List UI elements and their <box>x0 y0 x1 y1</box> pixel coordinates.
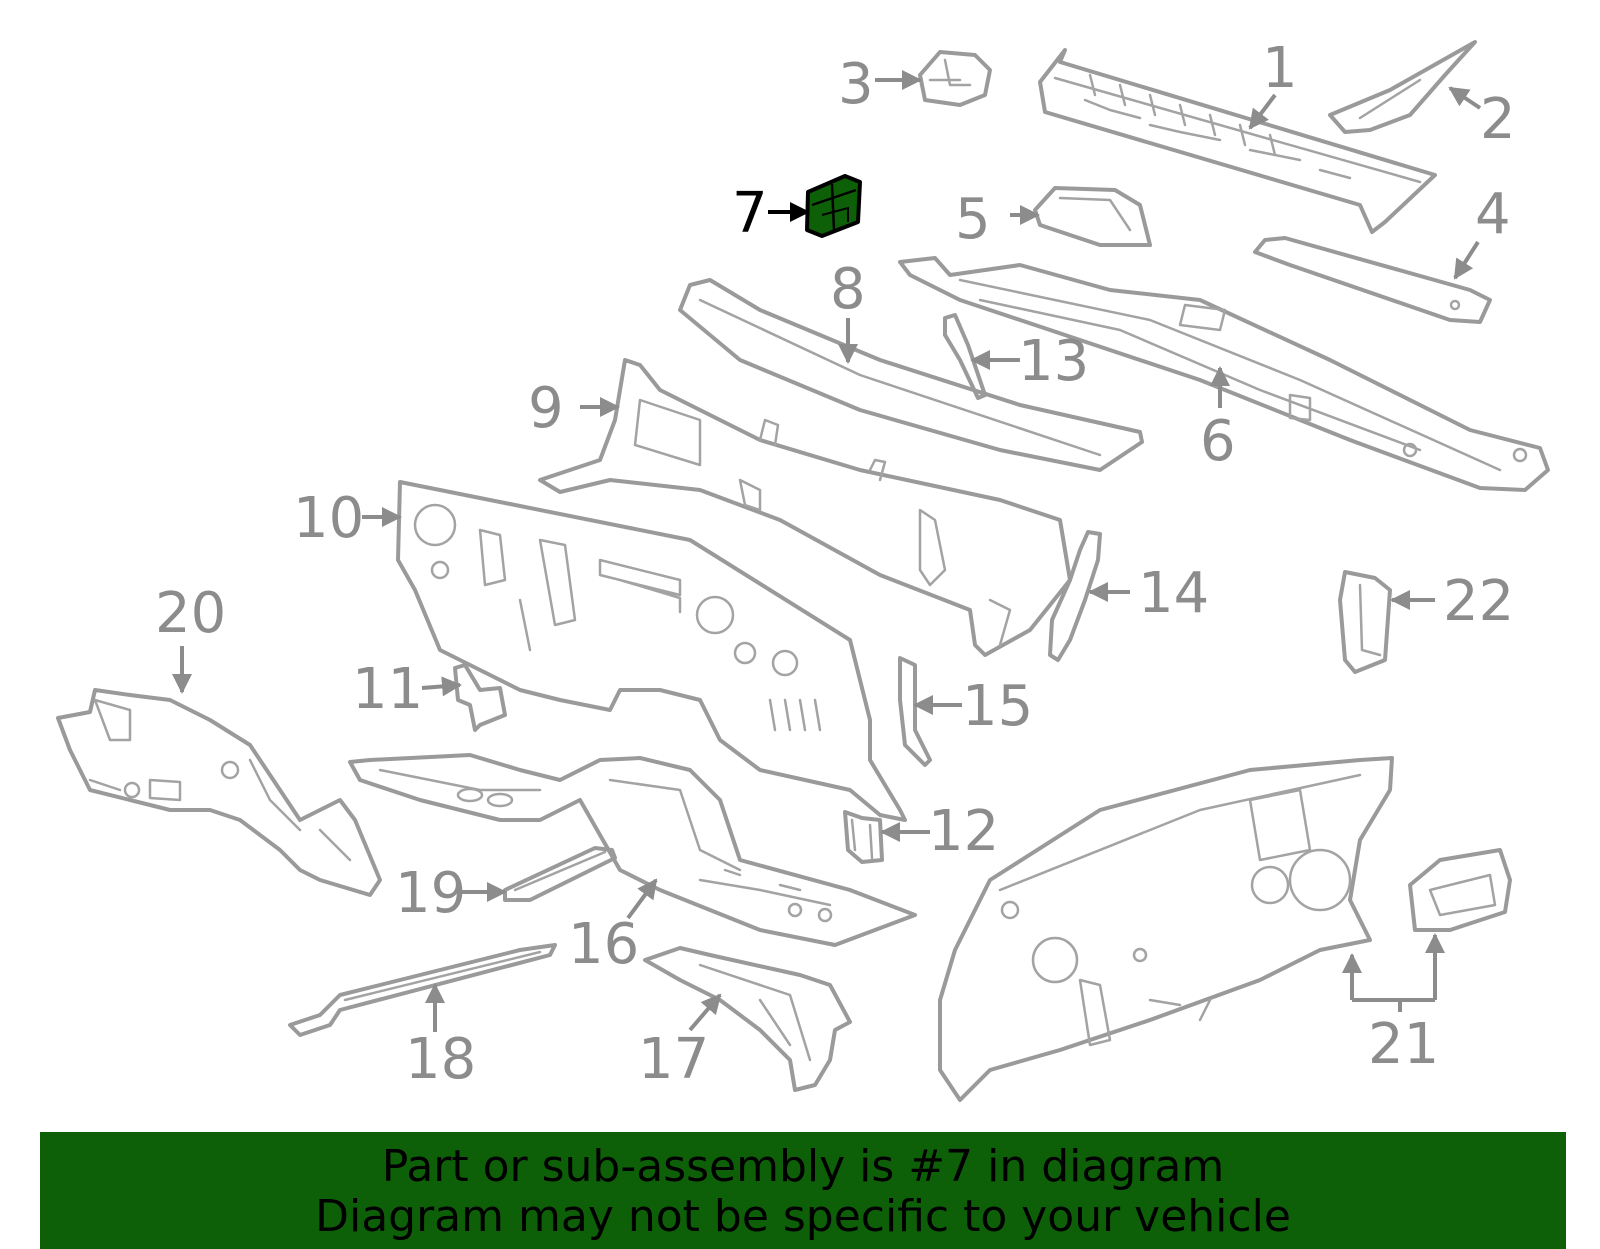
part-14-bracket <box>1048 530 1102 662</box>
callout-6: 6 <box>1200 409 1236 474</box>
callout-1: 1 <box>1262 36 1298 101</box>
callout-10: 10 <box>293 486 364 551</box>
callout-labels: 1 2 3 4 5 6 7 8 9 10 11 12 13 14 15 16 1… <box>155 36 1516 1092</box>
part-9-plenum-panel <box>538 358 1072 657</box>
callout-8: 8 <box>830 257 866 322</box>
part-21-dash-assembly <box>938 756 1512 1102</box>
part-18-sill <box>288 943 557 1037</box>
part-17-rail <box>643 946 852 1092</box>
callout-13: 13 <box>1018 329 1089 394</box>
banner-line-1: Part or sub-assembly is #7 in diagram <box>381 1141 1225 1192</box>
banner-line-2: Diagram may not be specific to your vehi… <box>315 1191 1291 1242</box>
callout-12: 12 <box>928 799 999 864</box>
leader-lines <box>172 70 1482 1032</box>
callout-20: 20 <box>155 581 226 646</box>
part-8-cowl-bar <box>678 278 1144 472</box>
callout-15: 15 <box>962 674 1033 739</box>
callout-4: 4 <box>1475 182 1511 247</box>
callout-17: 17 <box>638 1027 709 1092</box>
part-4-panel-strip <box>1253 236 1492 324</box>
part-7-highlighted-insulator <box>805 174 862 238</box>
part-11-bracket <box>453 663 507 732</box>
part-10-dash-panel <box>396 480 907 822</box>
callout-22: 22 <box>1443 569 1514 634</box>
info-banner: Part or sub-assembly is #7 in diagram Di… <box>40 1132 1566 1249</box>
callout-11: 11 <box>352 657 423 722</box>
part-2-bracket <box>1328 40 1477 134</box>
callout-7: 7 <box>732 181 768 246</box>
part-13-brace <box>943 313 987 400</box>
part-1-cowl-vent-panel <box>1038 48 1437 234</box>
callout-16: 16 <box>568 912 639 977</box>
part-6-cowl-upper-panel <box>898 256 1550 492</box>
callout-2: 2 <box>1480 87 1516 152</box>
part-5-cover <box>1033 186 1152 247</box>
callout-9: 9 <box>528 376 564 441</box>
callout-14: 14 <box>1138 561 1209 626</box>
callout-3: 3 <box>838 52 874 117</box>
callout-21: 21 <box>1368 1012 1439 1077</box>
part-16-floor-pan <box>348 753 917 947</box>
part-3-bracket <box>918 50 992 107</box>
callout-19: 19 <box>395 861 466 926</box>
callout-5: 5 <box>955 187 991 252</box>
callout-18: 18 <box>405 1027 476 1092</box>
part-15-bracket <box>898 656 932 767</box>
part-20-wheelhouse-panel <box>56 688 382 897</box>
part-19-reinforcement <box>503 846 617 902</box>
part-12-bracket <box>843 810 884 864</box>
part-22-bracket <box>1338 570 1392 674</box>
